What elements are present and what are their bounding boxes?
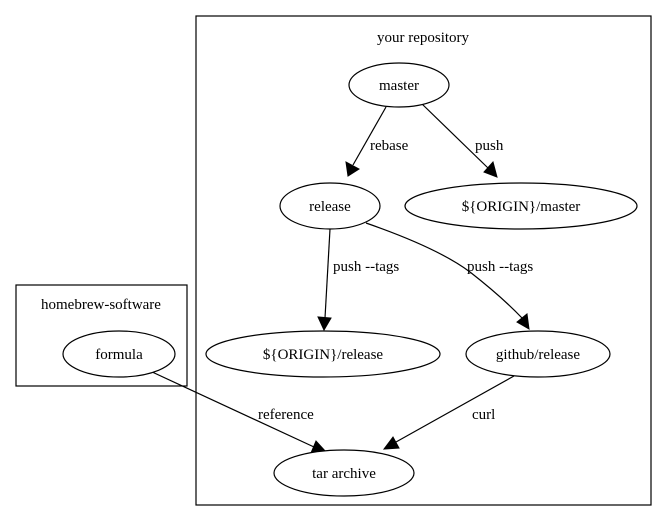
node-label-master: master xyxy=(379,78,419,94)
edge-master-to-release: rebase xyxy=(345,106,409,177)
cluster-label-homebrew-software: homebrew-software xyxy=(41,297,161,313)
node-label-github-release: github/release xyxy=(496,347,580,363)
edge-label-reference: reference xyxy=(258,407,314,423)
node-label-origin-master: ${ORIGIN}/master xyxy=(462,199,581,215)
edge-formula-to-tar-archive: reference xyxy=(149,370,328,454)
edge-github-release-to-tar-archive: curl xyxy=(382,375,515,450)
edge-label-rebase: rebase xyxy=(370,138,409,154)
edge-arrowhead xyxy=(382,436,400,450)
node-label-origin-release: ${ORIGIN}/release xyxy=(263,347,384,363)
edge-arrowhead xyxy=(483,160,498,178)
edge-release-to-origin-release: push --tags xyxy=(317,228,399,332)
edge-label-push: push xyxy=(475,138,504,154)
edge-label-push-tags-github: push --tags xyxy=(467,259,533,275)
edge-label-curl: curl xyxy=(472,407,495,423)
node-master: master xyxy=(348,62,450,108)
node-formula: formula xyxy=(62,330,176,378)
edge-master-to-origin-master: push xyxy=(420,102,504,178)
node-label-formula: formula xyxy=(95,347,143,363)
cluster-your-repository: your repository xyxy=(195,15,652,506)
edge-release-to-github-release: push --tags xyxy=(365,222,533,330)
cluster-label-your-repository: your repository xyxy=(377,30,470,46)
edge-arrowhead xyxy=(516,313,530,330)
edge-arrowhead xyxy=(345,161,360,177)
node-origin-master: ${ORIGIN}/master xyxy=(404,182,638,230)
edge-arrowhead xyxy=(317,316,332,332)
node-tar-archive: tar archive xyxy=(273,449,415,497)
node-label-tar-archive: tar archive xyxy=(312,466,376,482)
cluster-homebrew-software: homebrew-software xyxy=(15,284,188,387)
node-label-release: release xyxy=(309,199,351,215)
edge-label-push-tags-origin: push --tags xyxy=(333,259,399,275)
node-github-release: github/release xyxy=(465,330,611,378)
node-origin-release: ${ORIGIN}/release xyxy=(205,330,441,378)
node-release: release xyxy=(279,182,381,230)
